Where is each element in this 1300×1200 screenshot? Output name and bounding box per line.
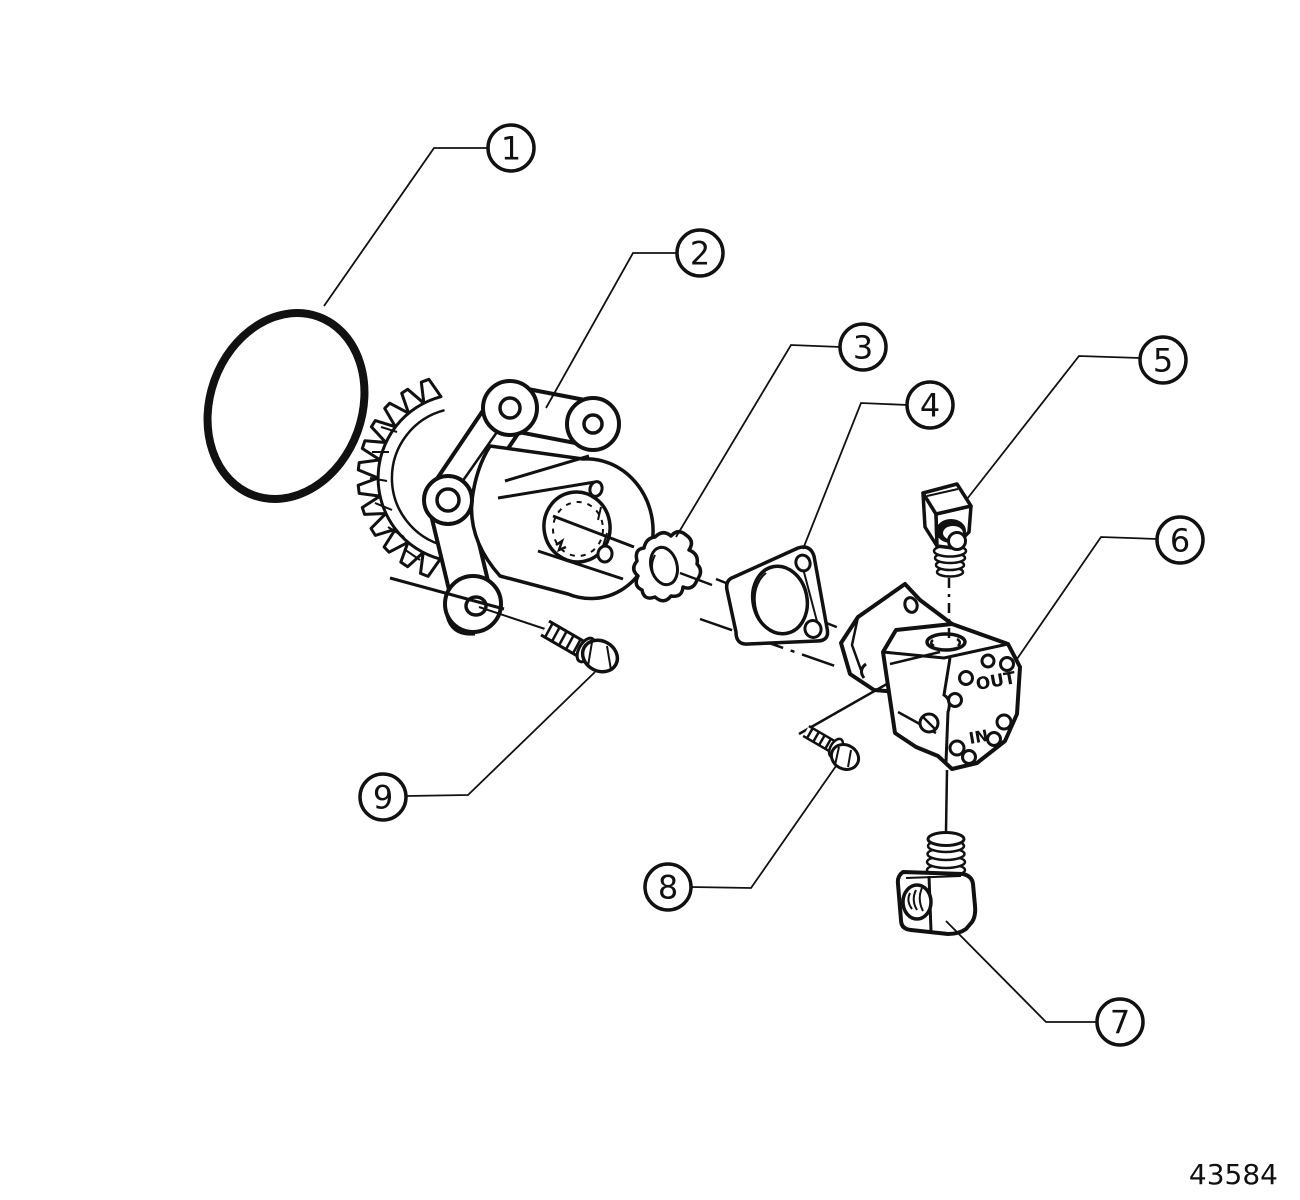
leader-line-3 xyxy=(675,344,842,538)
callout-2: 2 xyxy=(675,228,725,278)
part-o-ring xyxy=(203,309,369,503)
callout-number-5: 5 xyxy=(1153,342,1173,380)
callout-5: 5 xyxy=(1138,335,1188,385)
leader-line-7 xyxy=(945,920,1098,1023)
figure-code: 43584 xyxy=(1189,1158,1278,1191)
callout-number-2: 2 xyxy=(690,235,710,273)
callout-1: 1 xyxy=(486,123,536,173)
pump-bolt-bosses xyxy=(422,379,621,636)
part-coupling xyxy=(632,530,713,603)
leader-line-8 xyxy=(690,765,837,889)
part-gasket xyxy=(724,545,830,646)
part-elbow-fitting xyxy=(895,769,978,936)
part-fitting-top xyxy=(921,482,973,638)
leader-line-4 xyxy=(802,402,909,550)
callout-9: 9 xyxy=(358,772,408,822)
callout-number-1: 1 xyxy=(501,130,521,168)
callout-number-7: 7 xyxy=(1110,1004,1130,1042)
leader-line-2 xyxy=(545,252,677,409)
leader-line-6 xyxy=(1016,536,1158,660)
in-port-label: IN xyxy=(967,726,989,748)
callout-3: 3 xyxy=(838,322,888,372)
bolt-8-axis-line xyxy=(798,679,893,736)
part-pump-block: OUT IN xyxy=(881,622,1022,771)
gear-tooth-shading xyxy=(369,426,421,561)
callout-number-6: 6 xyxy=(1170,522,1190,560)
callout-6: 6 xyxy=(1155,515,1205,565)
callout-balloons: 1 2 3 4 5 6 7 8 xyxy=(358,123,1205,1047)
callout-number-4: 4 xyxy=(920,387,940,425)
leader-line-9 xyxy=(405,671,596,797)
leader-line-1 xyxy=(323,147,488,307)
callout-4: 4 xyxy=(905,380,955,430)
callout-leader-lines xyxy=(323,147,1158,1023)
pump-body-details xyxy=(497,454,614,564)
leader-line-5 xyxy=(966,355,1141,500)
callout-number-9: 9 xyxy=(373,779,393,817)
callout-number-3: 3 xyxy=(853,329,873,367)
part-bolt-8 xyxy=(802,724,861,771)
callout-8: 8 xyxy=(643,862,693,912)
part-pump-and-gear-assembly xyxy=(356,377,655,636)
gear xyxy=(356,377,443,578)
callout-number-8: 8 xyxy=(658,869,678,907)
part-bolt-9 xyxy=(478,606,620,674)
callout-7: 7 xyxy=(1095,997,1145,1047)
gear-rim-arc xyxy=(390,408,445,548)
